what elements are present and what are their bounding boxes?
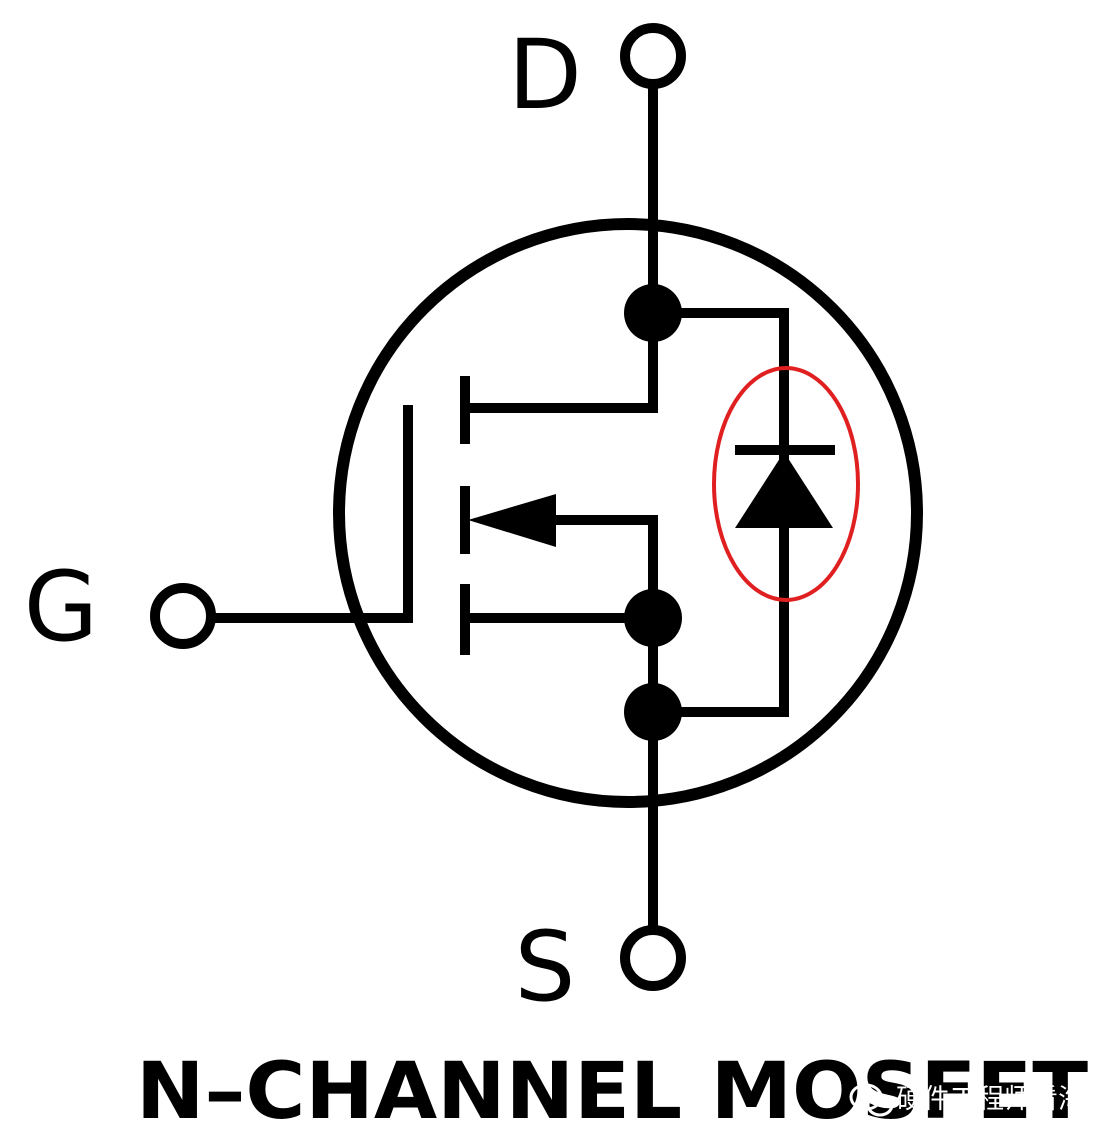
gate-terminal <box>150 583 216 649</box>
wechat-icon <box>849 1083 894 1117</box>
junction-dot-body <box>624 589 682 647</box>
device-envelope <box>333 218 923 808</box>
diode-triangle <box>735 452 833 528</box>
gate-label: G <box>24 551 98 663</box>
watermark-text: 硬件工程师看海 <box>896 1084 1085 1115</box>
body-arrow <box>468 494 556 547</box>
diagram-title: N–CHANNEL MOSFET <box>136 1047 1088 1137</box>
source-label: S <box>515 911 576 1023</box>
source-terminal <box>620 925 686 991</box>
diode-highlight-ellipse <box>712 366 860 602</box>
drain-terminal <box>620 23 686 89</box>
watermark: 硬件工程师看海 <box>849 1083 1085 1117</box>
drain-label: D <box>508 19 582 131</box>
